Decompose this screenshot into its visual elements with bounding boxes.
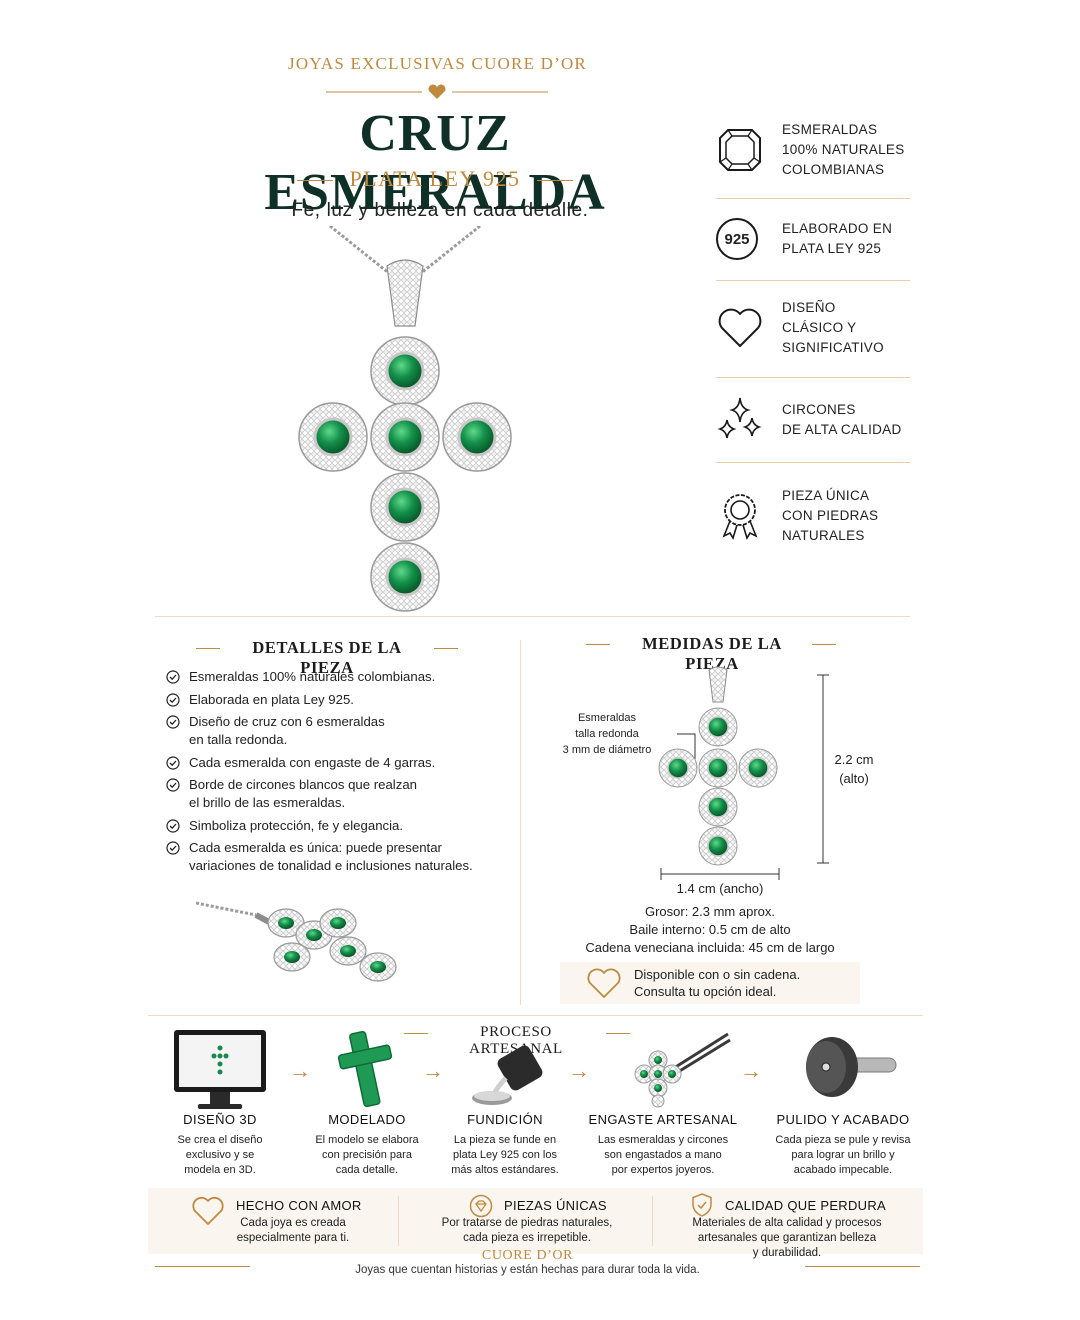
heart-divider-icon (326, 84, 548, 99)
height-dimension-line (817, 674, 829, 864)
heart-icon (718, 308, 762, 347)
check-circle-icon (166, 841, 180, 855)
measure-specs: Grosor: 2.3 mm aprox. Baile interno: 0.5… (585, 904, 835, 955)
emerald-gem-icon (719, 129, 761, 171)
list-item: Esmeraldas 100% naturales colombianas. (166, 668, 506, 686)
gem-badge-icon (469, 1194, 493, 1218)
step-title: PULIDO Y ACABADO (776, 1112, 910, 1127)
heading-rule (404, 1033, 428, 1034)
process-heading: PROCESO ARTESANAL (469, 1024, 563, 1057)
step-title: MODELADO (328, 1112, 406, 1127)
emerald-callout: Esmeraldas talla redonda 3 mm de diámetr… (562, 712, 652, 756)
value-title: HECHO CON AMOR (236, 1198, 362, 1213)
chain-info-box: Disponible con o sin cadena.Consulta tu … (560, 962, 860, 1004)
heading-rule (812, 644, 836, 645)
award-ribbon-icon (722, 494, 758, 540)
process-arrow-icon: → (422, 1058, 444, 1083)
polishing-wheel-image (806, 1037, 897, 1097)
cross-measure-image (658, 666, 778, 866)
check-circle-icon (166, 755, 180, 770)
list-item: Cada esmeralda con engaste de 4 garras. (166, 754, 506, 772)
monitor-3d-design-image (174, 1030, 266, 1109)
shield-check-icon (692, 1193, 712, 1217)
check-circle-icon (166, 692, 180, 707)
details-heading: DETALLES DE LA PIEZA (252, 638, 402, 677)
wax-model-image (337, 1030, 393, 1108)
value-description: Por tratarse de piedras naturales,cada p… (441, 1217, 613, 1244)
feature-divider (716, 377, 910, 378)
cross-pendant-image (298, 226, 512, 612)
value-title: PIEZAS ÚNICAS (504, 1198, 607, 1213)
width-dimension-line (660, 868, 780, 880)
page-title: CRUZ ESMERALDA (264, 105, 606, 221)
band-divider (398, 1196, 399, 1246)
material-subtitle: PLATA LEY 925 (285, 166, 585, 192)
heading-rule (196, 648, 220, 649)
heart-icon (192, 1196, 224, 1225)
width-label: 1.4 cm (ancho) (676, 881, 764, 896)
value-title: CALIDAD QUE PERDURA (725, 1198, 887, 1213)
values-band (148, 1188, 923, 1254)
step-title: DISEÑO 3D (183, 1112, 257, 1127)
heading-rule (586, 644, 610, 645)
casting-crucible-image (472, 1045, 543, 1105)
check-circle-icon (166, 818, 180, 833)
check-circle-icon (166, 778, 180, 792)
sparkles-icon (717, 397, 762, 439)
heart-icon (587, 968, 621, 998)
feature-divider (716, 280, 910, 281)
check-circle-icon (166, 670, 180, 684)
process-arrow-icon: → (289, 1058, 311, 1083)
step-title: FUNDICIÓN (467, 1112, 543, 1127)
footer-brand: CUORE D’OR (481, 1248, 574, 1263)
heading-rule (434, 648, 458, 649)
column-divider (520, 640, 521, 1005)
step-title: ENGASTE ARTESANAL (588, 1112, 738, 1127)
feature-divider (716, 198, 910, 199)
process-arrow-icon: → (740, 1058, 762, 1083)
feature-divider (716, 462, 910, 463)
stone-setting-image (634, 1032, 731, 1108)
process-arrow-icon: → (568, 1058, 590, 1083)
section-divider (148, 1015, 923, 1016)
check-circle-icon (166, 715, 180, 729)
cross-angle-image (196, 901, 397, 982)
section-divider (155, 616, 910, 617)
height-label: 2.2 cm (alto) (834, 752, 874, 786)
list-item: Elaborada en plata Ley 925. (166, 691, 506, 709)
details-list: Esmeraldas 100% naturales colombianas. E… (166, 668, 506, 880)
heading-rule (606, 1033, 630, 1034)
tagline: Fe, luz y belleza en cada detalle. (291, 200, 589, 221)
footer-tagline: Joyas que cuentan historias y están hech… (250, 1264, 805, 1276)
band-divider (652, 1196, 653, 1246)
925-stamp-icon: 925 (716, 218, 758, 260)
brand-line: JOYAS EXCLUSIVAS CUORE D’OR (288, 54, 587, 73)
list-item: Simboliza protección, fe y elegancia. (166, 817, 506, 835)
list-item: Cada esmeralda es única: puede presentar… (166, 839, 506, 875)
